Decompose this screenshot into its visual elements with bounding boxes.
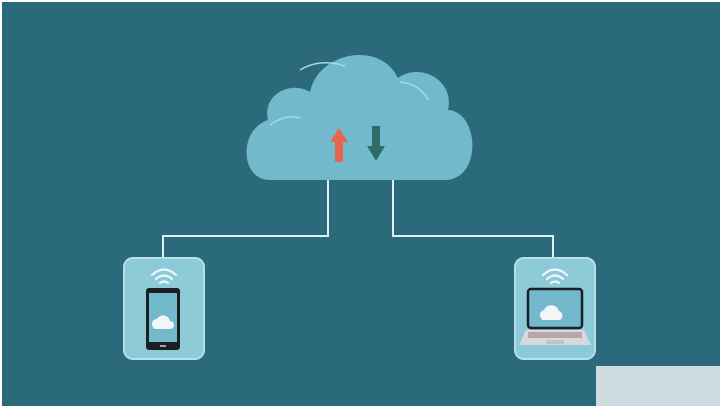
wifi-icon xyxy=(150,268,178,285)
laptop-icon xyxy=(519,287,591,345)
upload-arrow-icon xyxy=(330,128,348,162)
connector-left xyxy=(162,180,329,258)
download-arrow-icon xyxy=(367,126,385,161)
wifi-icon xyxy=(541,268,569,285)
phone-card xyxy=(123,257,205,360)
laptop-card xyxy=(514,257,596,360)
connector-right xyxy=(392,180,554,258)
watermark xyxy=(596,366,720,406)
cloud-icon xyxy=(246,54,473,181)
smartphone-icon xyxy=(146,288,180,350)
